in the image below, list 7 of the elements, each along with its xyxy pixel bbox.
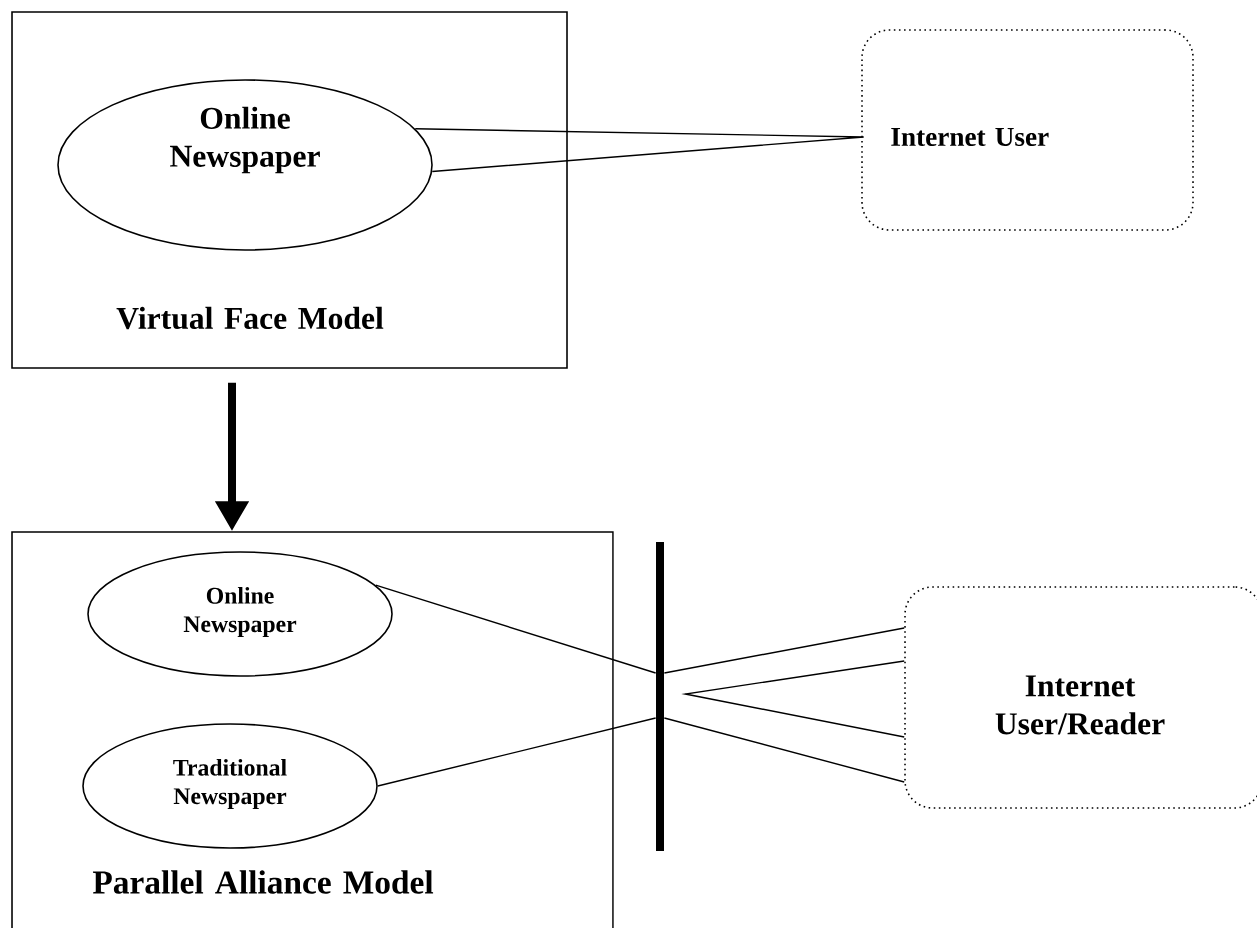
- connector-line: [377, 717, 657, 787]
- user-box: Internet User/Reader: [904, 586, 1257, 809]
- vertical-bar: [656, 542, 664, 851]
- connector-line: [663, 627, 905, 783]
- user-box: Internet User: [861, 29, 1194, 231]
- connector-line: [375, 584, 657, 674]
- connector-line: [414, 128, 865, 173]
